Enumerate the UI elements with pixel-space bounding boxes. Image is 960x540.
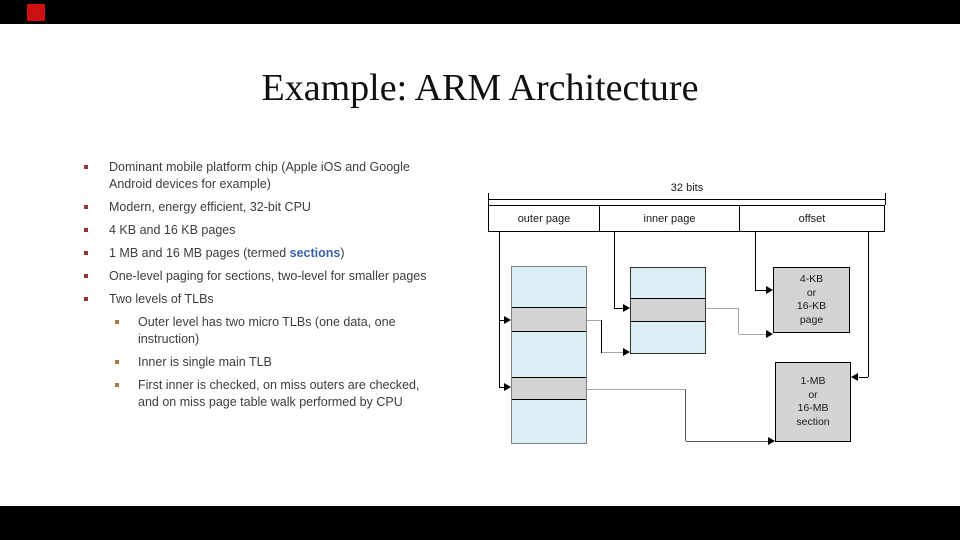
bullet-marker xyxy=(84,251,88,255)
bullet-item: Inner is single main TLB xyxy=(115,354,484,371)
page-box-line: 16-KB xyxy=(796,300,827,312)
page-box-line: or xyxy=(806,286,817,299)
bullet-text: Modern, energy efficient, 32-bit CPU xyxy=(109,200,311,214)
bullet-item: First inner is checked, on miss outers a… xyxy=(115,377,484,411)
bullet-marker xyxy=(84,274,88,278)
bullet-text: instruction) xyxy=(138,332,200,346)
arrowhead xyxy=(623,348,630,356)
connector-line xyxy=(755,290,766,291)
connector-line xyxy=(755,232,756,290)
letterbox-top xyxy=(0,0,960,24)
connector-line xyxy=(587,320,601,321)
page-box-line: page xyxy=(799,313,824,326)
arrowhead xyxy=(504,383,511,391)
connector-line xyxy=(859,377,868,378)
bullet-list: Dominant mobile platform chip (Apple iOS… xyxy=(84,159,484,417)
letterbox-bottom xyxy=(0,506,960,540)
page-box: 4-KB or 16-KB page xyxy=(773,267,850,333)
bullet-marker xyxy=(84,165,88,169)
bracket-line xyxy=(488,199,886,200)
bullet-text: One-level paging for sections, two-level… xyxy=(109,269,427,283)
bullet-text-pre: 1 MB and 16 MB pages (termed xyxy=(109,246,290,260)
field-inner-page: inner page xyxy=(599,206,739,231)
connector-line xyxy=(614,232,615,308)
section-box-line: or xyxy=(808,388,818,401)
connector-line xyxy=(499,320,505,321)
section-box-line: 1-MB xyxy=(800,375,826,387)
table-row-highlight xyxy=(512,377,586,400)
field-offset: offset xyxy=(739,206,884,231)
connector-line xyxy=(685,389,686,441)
table-row xyxy=(631,322,705,353)
bullet-item: 4 KB and 16 KB pages xyxy=(84,222,484,239)
section-box: 1-MB or 16-MB section xyxy=(775,362,851,442)
table-row xyxy=(512,267,586,307)
outer-page-table xyxy=(511,266,587,444)
table-row-highlight xyxy=(631,298,705,322)
section-box-line: 16-MB xyxy=(797,402,829,414)
inner-page-table xyxy=(630,267,706,354)
bracket-tick-left xyxy=(488,193,489,205)
page-box-line: 4-KB xyxy=(799,273,824,285)
bullet-item: One-level paging for sections, two-level… xyxy=(84,268,484,285)
arrowhead xyxy=(504,316,511,324)
bullet-marker xyxy=(115,360,119,364)
bullet-marker xyxy=(115,320,119,324)
bullet-text-post: ) xyxy=(340,246,345,260)
table-row-highlight xyxy=(512,307,586,332)
connector-line xyxy=(587,389,685,390)
bullet-text: Dominant mobile platform chip (Apple iOS… xyxy=(109,160,410,174)
connector-line xyxy=(868,232,869,377)
bullet-marker xyxy=(84,297,88,301)
bullet-text: and on miss page table walk performed by… xyxy=(138,395,403,409)
bullet-marker xyxy=(84,205,88,209)
bullet-item: Outer level has two micro TLBs (one data… xyxy=(115,314,484,348)
bullet-text: Inner is single main TLB xyxy=(138,355,272,369)
arrowhead xyxy=(766,286,773,294)
connector-line xyxy=(739,334,766,335)
arrowhead xyxy=(766,330,773,338)
bullet-text: Android devices for example) xyxy=(109,177,271,191)
bullet-text: Two levels of TLBs xyxy=(109,292,214,306)
bullet-item: Dominant mobile platform chip (Apple iOS… xyxy=(84,159,484,193)
bullet-text: Outer level has two micro TLBs (one data… xyxy=(138,315,396,329)
bullet-text: 4 KB and 16 KB pages xyxy=(109,223,236,237)
bits-width-label: 32 bits xyxy=(670,182,704,194)
connector-line xyxy=(706,308,738,309)
bullet-text: 1 MB and 16 MB pages (termed sections) xyxy=(109,245,345,262)
arrowhead xyxy=(768,437,775,445)
bullet-text: First inner is checked, on miss outers a… xyxy=(138,378,420,392)
table-row xyxy=(512,332,586,377)
table-row xyxy=(631,268,705,298)
bullet-marker xyxy=(84,228,88,232)
field-outer-page: outer page xyxy=(517,212,571,225)
connector-line xyxy=(614,308,623,309)
bullet-item: Modern, energy efficient, 32-bit CPU xyxy=(84,199,484,216)
arrowhead xyxy=(623,304,630,312)
connector-line xyxy=(499,232,500,388)
bullet-marker xyxy=(115,383,119,387)
connector-line xyxy=(602,352,623,353)
virtual-address-box: outer page inner page offset xyxy=(488,205,885,232)
red-accent-square xyxy=(27,4,45,21)
table-row xyxy=(512,400,586,443)
bullet-item: Two levels of TLBs xyxy=(84,291,484,308)
connector-line xyxy=(686,441,768,442)
sections-emphasis: sections xyxy=(289,246,341,260)
arrowhead xyxy=(851,373,858,381)
bracket-tick-right xyxy=(885,193,886,205)
connector-line xyxy=(499,387,505,388)
connector-line xyxy=(738,308,739,334)
slide-title: Example: ARM Architecture xyxy=(261,67,699,109)
connector-line xyxy=(601,320,602,353)
bullet-item: 1 MB and 16 MB pages (termed sections) xyxy=(84,245,484,262)
section-box-line: section xyxy=(796,415,830,428)
